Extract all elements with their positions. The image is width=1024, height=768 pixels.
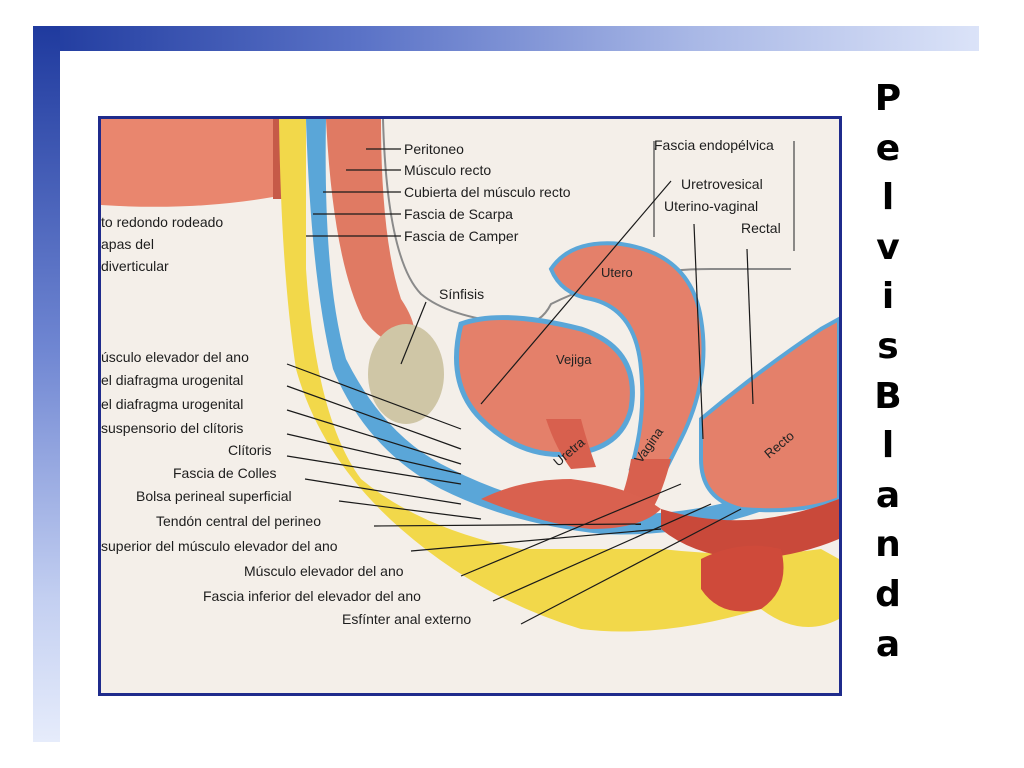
- abdominal-muscle: [101, 119, 273, 207]
- label-clitoris: Clítoris: [228, 442, 272, 458]
- label-elevador-ano: úsculo elevador del ano: [101, 349, 249, 365]
- top-accent-bar: [33, 26, 979, 51]
- label-peritoneo: Peritoneo: [404, 141, 464, 157]
- title-letter: s: [877, 325, 899, 367]
- label-utero: Utero: [601, 265, 633, 280]
- anal-sphincter: [701, 545, 784, 612]
- endopelvic-bracket: [653, 141, 795, 251]
- anatomy-illustration: Peritoneo Músculo recto Cubierta del mús…: [101, 119, 839, 632]
- title-letter: a: [875, 474, 901, 516]
- levator-muscle: [661, 499, 839, 559]
- label-ligamento-line3: diverticular: [101, 258, 169, 274]
- label-suspensorio: suspensorio del clítoris: [101, 420, 243, 436]
- pelvis-diagram: Peritoneo Músculo recto Cubierta del mús…: [98, 116, 842, 696]
- title-letter: a: [875, 623, 901, 665]
- label-ligamento-line2: apas del: [101, 236, 154, 252]
- label-musculo-recto: Músculo recto: [404, 162, 491, 178]
- label-diafragma-2: el diafragma urogenital: [101, 396, 243, 412]
- label-fascia-camper: Fascia de Camper: [404, 228, 519, 244]
- label-cubierta-recto: Cubierta del músculo recto: [404, 184, 571, 200]
- leader-lines: [286, 148, 754, 625]
- label-diafragma-1: el diafragma urogenital: [101, 372, 243, 388]
- left-accent-bar: [33, 26, 60, 742]
- label-superior-elevador: superior del músculo elevador del ano: [101, 538, 338, 554]
- title-letter: l: [881, 177, 895, 219]
- label-fascia-inferior: Fascia inferior del elevador del ano: [203, 588, 421, 604]
- label-sinfisis: Sínfisis: [439, 286, 484, 302]
- label-ligamento-line1: to redondo rodeado: [101, 214, 223, 230]
- title-letter: i: [881, 276, 895, 318]
- label-vejiga: Vejiga: [556, 352, 592, 367]
- label-fascia-endopelvica: Fascia endopélvica: [654, 137, 774, 153]
- bladder: [454, 315, 635, 458]
- title-letter: e: [875, 127, 901, 169]
- label-fascia-scarpa: Fascia de Scarpa: [404, 206, 513, 222]
- uterus: [548, 241, 706, 482]
- label-rectal: Rectal: [741, 220, 781, 236]
- urethra: [546, 419, 596, 469]
- label-musculo-elevador: Músculo elevador del ano: [244, 563, 404, 579]
- rectum: [699, 316, 839, 513]
- label-fascia-colles: Fascia de Colles: [173, 465, 277, 481]
- title-letter: d: [875, 573, 901, 615]
- label-tendon-central: Tendón central del perineo: [156, 513, 321, 529]
- title-letter: l: [881, 425, 895, 467]
- title-letter: v: [876, 226, 900, 268]
- label-uretrovesical: Uretrovesical: [681, 176, 763, 192]
- title-letter: P: [874, 78, 902, 119]
- fat-layer: [279, 119, 839, 632]
- symphysis: [368, 324, 444, 424]
- rectus-muscle: [326, 119, 415, 345]
- label-bolsa-perineal: Bolsa perineal superficial: [136, 488, 292, 504]
- title-letter: n: [875, 524, 901, 566]
- perineal-muscle: [481, 479, 661, 529]
- label-uterino-vaginal: Uterino-vaginal: [664, 198, 758, 214]
- title-letter: B: [874, 375, 902, 417]
- label-esfinter: Esfínter anal externo: [342, 611, 471, 627]
- vertical-title: P e l v i s B l a n d a: [864, 74, 912, 669]
